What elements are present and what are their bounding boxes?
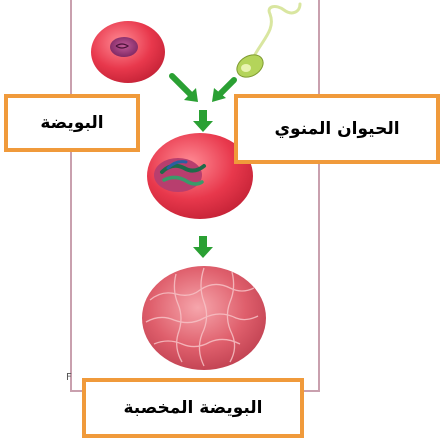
egg-cell	[91, 21, 165, 83]
sperm-label-text: الحيوان المنوي	[274, 119, 399, 139]
arrow-sperm-to-center	[212, 80, 234, 102]
egg-label-text: البويضة	[40, 113, 103, 133]
fertilized-egg-label-text: البويضة المخصبة	[123, 398, 262, 418]
figure-mark: F	[66, 372, 72, 383]
arrow-down-1	[193, 110, 213, 132]
sperm-cell	[233, 4, 300, 82]
egg-label: البويضة	[4, 94, 140, 152]
fertilized-egg-cell	[142, 266, 266, 370]
fertilized-egg-label: البويضة المخصبة	[82, 378, 304, 438]
sperm-label: الحيوان المنوي	[234, 94, 440, 164]
arrow-down-2	[193, 236, 213, 258]
egg-nucleus	[110, 37, 138, 57]
arrow-egg-to-center	[172, 76, 198, 102]
